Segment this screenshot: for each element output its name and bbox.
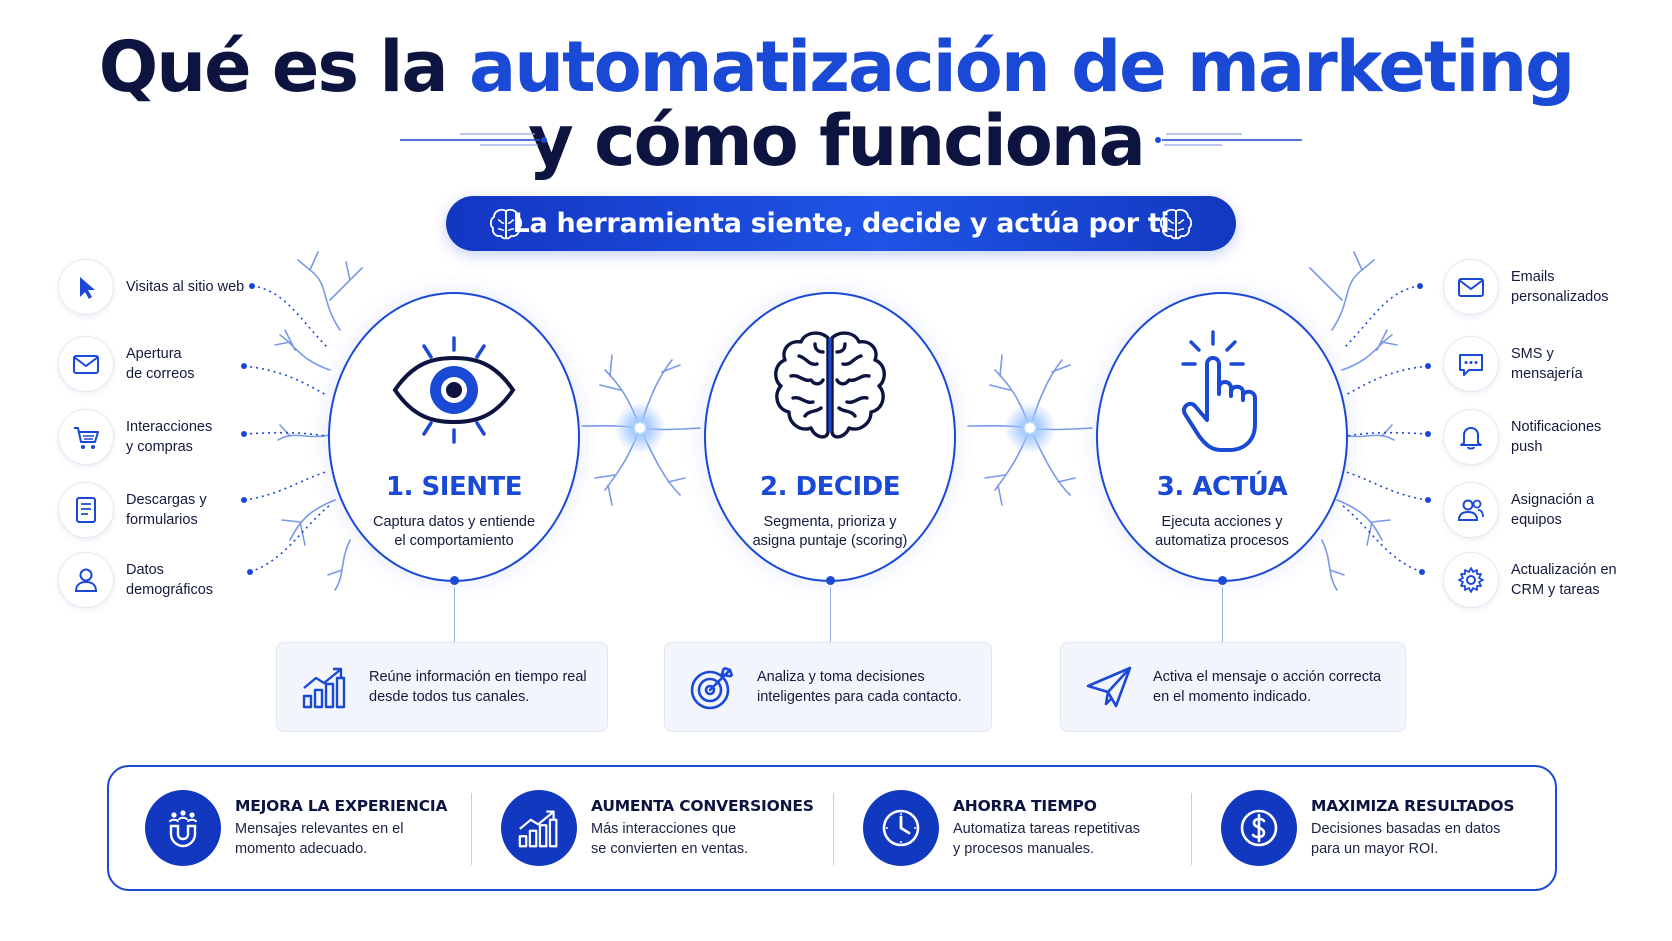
output-item: Actualización en CRM y tareas — [1443, 552, 1672, 608]
stage-siente: 1. SIENTE Captura datos y entiende el co… — [328, 292, 580, 585]
page-title: Qué es la automatización de marketing — [0, 26, 1672, 108]
mail-icon — [73, 355, 99, 374]
benefit-description: Decisiones basadas en datos para un mayo… — [1311, 821, 1501, 857]
benefit-title: AUMENTA CONVERSIONES — [591, 797, 814, 815]
subtitle-text: La herramienta siente, decide y actúa po… — [512, 208, 1170, 239]
info-card-siente: Reúne información en tiempo real desde t… — [276, 642, 608, 732]
benefit-results: MAXIMIZA RESULTADOS Decisiones basadas e… — [1221, 767, 1515, 889]
benefit-title: MAXIMIZA RESULTADOS — [1311, 797, 1515, 815]
benefit-description: Automatiza tareas repetitivas y procesos… — [953, 821, 1140, 857]
output-label: Actualización en CRM y tareas — [1511, 562, 1617, 598]
benefit-experience: MEJORA LA EXPERIENCIA Mensajes relevante… — [145, 767, 447, 889]
brain-icon — [1159, 208, 1193, 240]
output-label: Asignación a equipos — [1511, 492, 1595, 528]
output-item: SMS y mensajería — [1443, 336, 1672, 392]
stage-actua: 3. ACTÚA Ejecuta acciones y automatiza p… — [1096, 292, 1348, 585]
paper-plane-icon — [1086, 666, 1132, 708]
clock-icon — [882, 809, 920, 847]
title-part1: Qué es la — [98, 26, 470, 108]
gear-icon — [1458, 567, 1484, 593]
benefit-description: Mensajes relevantes en el momento adecua… — [235, 821, 404, 857]
stage-decide: 2. DECIDE Segmenta, prioriza y asigna pu… — [704, 292, 956, 585]
benefit-time: AHORRA TIEMPO Automatiza tareas repetiti… — [863, 767, 1140, 889]
input-label: Descargas y formularios — [126, 492, 207, 528]
title-highlight: automatización de marketing — [469, 26, 1575, 108]
title-decoration-right — [1155, 133, 1302, 146]
output-label: Notificaciones push — [1511, 419, 1602, 455]
output-item: Notificaciones push — [1443, 409, 1672, 465]
benefit-conversions: AUMENTA CONVERSIONES Más interacciones q… — [501, 767, 814, 889]
growth-chart-icon — [302, 667, 346, 709]
card-text: Reúne información en tiempo real desde t… — [369, 669, 587, 705]
output-label: SMS y mensajería — [1511, 346, 1583, 382]
stage-description: Ejecuta acciones y automatiza procesos — [1155, 514, 1289, 549]
team-icon — [1457, 499, 1484, 521]
hand-pointer-icon — [1181, 330, 1257, 452]
chat-icon — [1459, 354, 1483, 376]
output-label: Emails personalizados — [1511, 269, 1609, 305]
input-item: Descargas y formularios — [58, 482, 318, 538]
bell-icon — [1460, 427, 1482, 450]
info-card-actua: Activa el mensaje o acción correcta en e… — [1060, 642, 1406, 732]
stage-title: 1. SIENTE — [386, 472, 522, 502]
input-item: Datos demográficos — [58, 552, 318, 608]
stage-description: Segmenta, prioriza y asigna puntaje (sco… — [752, 514, 908, 549]
brain-icon — [489, 208, 523, 240]
input-label: Visitas al sitio web — [126, 279, 245, 295]
form-icon — [76, 497, 96, 523]
stage-title: 3. ACTÚA — [1156, 472, 1288, 502]
brain-icon — [774, 331, 886, 439]
input-label: Apertura de correos — [126, 346, 195, 382]
cart-icon — [74, 427, 99, 449]
mail-icon — [1458, 278, 1484, 297]
input-label: Datos demográficos — [126, 562, 214, 598]
user-icon — [74, 568, 98, 592]
card-text: Analiza y toma decisiones inteligentes p… — [757, 669, 962, 705]
cursor-icon — [80, 277, 95, 299]
info-card-decide: Analiza y toma decisiones inteligentes p… — [664, 642, 992, 732]
input-item: Visitas al sitio web — [58, 259, 318, 315]
dollar-icon — [1240, 809, 1278, 847]
benefit-title: AHORRA TIEMPO — [953, 797, 1097, 815]
eye-icon — [392, 336, 516, 444]
benefit-title: MEJORA LA EXPERIENCIA — [235, 797, 448, 815]
growth-chart-icon — [518, 810, 558, 848]
page-title-line2: y cómo funciona — [528, 100, 1146, 182]
title-decoration-left — [400, 133, 547, 146]
target-icon — [690, 666, 734, 710]
output-item: Asignación a equipos — [1443, 482, 1672, 538]
input-item: Interacciones y compras — [58, 409, 318, 465]
card-text: Activa el mensaje o acción correcta en e… — [1153, 669, 1382, 705]
subtitle-banner: La herramienta siente, decide y actúa po… — [446, 196, 1236, 251]
stage-title: 2. DECIDE — [760, 472, 900, 502]
output-item: Emails personalizados — [1443, 259, 1672, 315]
benefits-panel: MEJORA LA EXPERIENCIA Mensajes relevante… — [107, 765, 1557, 891]
stage-description: Captura datos y entiende el comportamien… — [372, 514, 536, 549]
benefit-description: Más interacciones que se convierten en v… — [591, 821, 749, 857]
input-label: Interacciones y compras — [126, 419, 213, 455]
input-item: Apertura de correos — [58, 336, 318, 392]
magnet-icon — [169, 810, 197, 848]
